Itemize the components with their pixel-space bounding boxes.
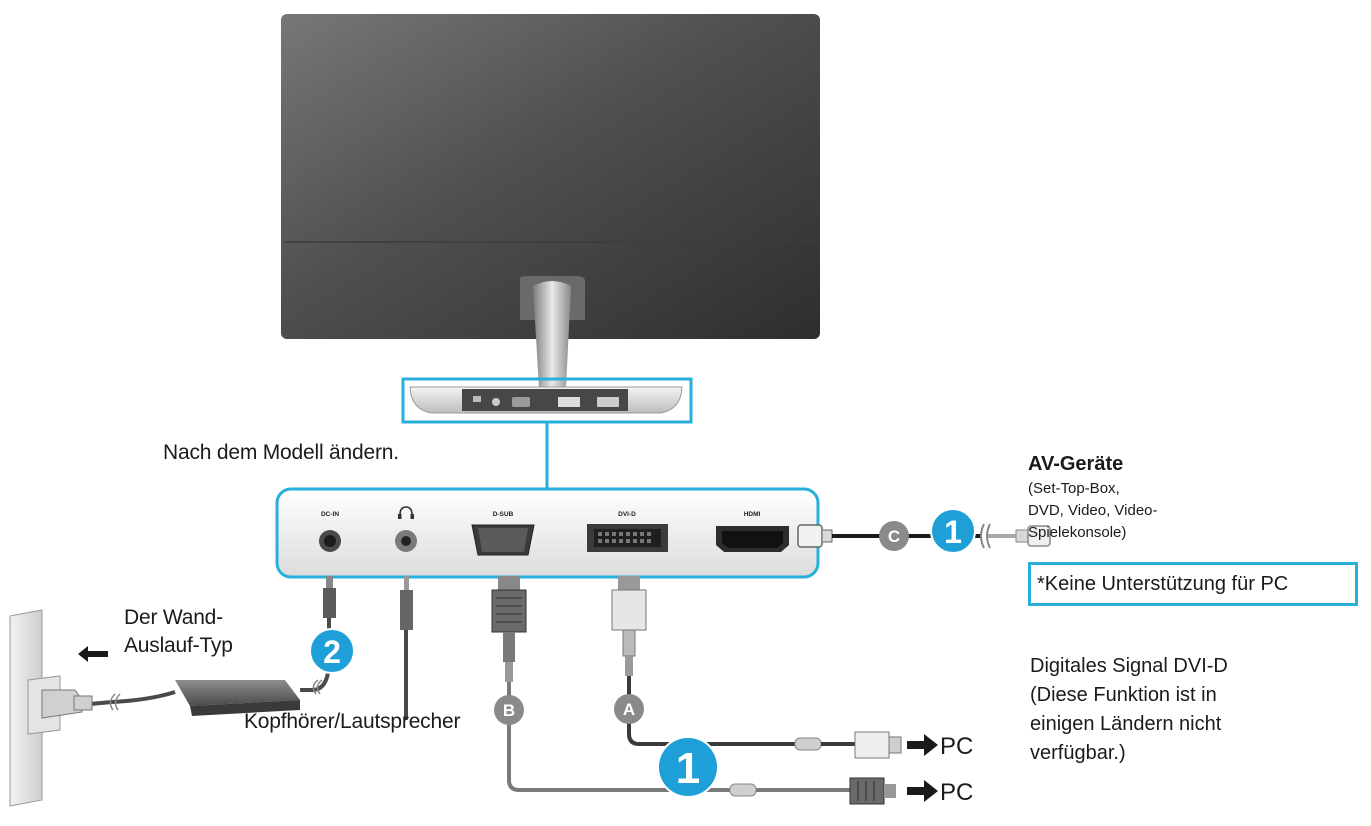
step1-pc-marker: 1 — [657, 736, 719, 798]
pc-arrow-bottom: PC — [907, 779, 973, 806]
cable-b-marker: B — [494, 695, 524, 725]
dvid-cable — [611, 576, 902, 759]
dvi-note-line2: (Diese Funktion ist in — [1030, 684, 1217, 706]
no-pc-support-note: *Keine Unterstützung für PC — [1028, 562, 1358, 606]
av-devices-line2: DVD, Video, Video- — [1028, 502, 1158, 519]
dvid-port: DVI-D — [587, 511, 668, 552]
model-note: Nach dem Modell ändern. — [163, 441, 399, 464]
wall-outlet — [9, 609, 93, 807]
monitor-screen — [281, 14, 820, 339]
step1-pc-number: 1 — [676, 744, 700, 793]
av-devices-title: AV-Geräte — [1028, 453, 1124, 475]
stand-base — [401, 377, 693, 424]
arrow-right-icon — [907, 780, 938, 802]
pc-label-top: PC — [940, 733, 973, 760]
port-panel: DC-IN D-SUB DVI-D — [275, 487, 820, 579]
av-devices-line1: (Set-Top-Box, — [1028, 480, 1120, 497]
dsub-cable — [491, 576, 896, 805]
cable-c-marker: C — [879, 521, 909, 551]
dvi-note-line3: einigen Ländern nicht — [1030, 713, 1222, 735]
hdmi-label: HDMI — [744, 511, 761, 518]
hdmi-port: HDMI — [716, 511, 789, 552]
av-devices-line3: Spielekonsole) — [1028, 524, 1127, 541]
hdmi-cable — [797, 523, 1051, 549]
dvi-note-line4: verfügbar.) — [1030, 742, 1126, 764]
headphone-label: Kopfhörer/Lautsprecher — [244, 710, 461, 733]
dsub-port: D-SUB — [471, 511, 535, 556]
headphone-plug — [400, 576, 413, 720]
headphone-icon — [398, 506, 414, 519]
pc-label-bottom: PC — [940, 779, 973, 806]
cable-a-marker: A — [614, 694, 644, 724]
wall-arrow-icon — [78, 646, 108, 662]
arrow-right-icon — [907, 734, 938, 756]
pc-arrow-top: PC — [907, 733, 973, 760]
cable-b-letter: B — [503, 701, 515, 720]
base-port-strip — [462, 389, 628, 411]
step2-power-marker: 2 — [309, 628, 355, 674]
power-adapter — [89, 680, 300, 716]
monitor-back — [281, 14, 820, 388]
dsub-label: D-SUB — [493, 511, 514, 518]
step1-av-number: 1 — [944, 514, 962, 550]
cable-a-letter: A — [623, 700, 635, 719]
dvid-label: DVI-D — [618, 511, 636, 518]
step2-number: 2 — [323, 634, 341, 670]
cable-c-letter: C — [888, 527, 900, 546]
step1-av-marker: 1 — [930, 508, 976, 554]
headphone-port — [395, 506, 417, 552]
dc-in-label: DC-IN — [321, 511, 339, 518]
stand-neck — [533, 281, 571, 388]
dvi-note-line1: Digitales Signal DVI-D — [1030, 655, 1228, 677]
dc-in-port: DC-IN — [319, 511, 341, 552]
wall-type-line2: Auslauf-Typ — [124, 634, 233, 657]
wall-type-line1: Der Wand- — [124, 606, 223, 629]
